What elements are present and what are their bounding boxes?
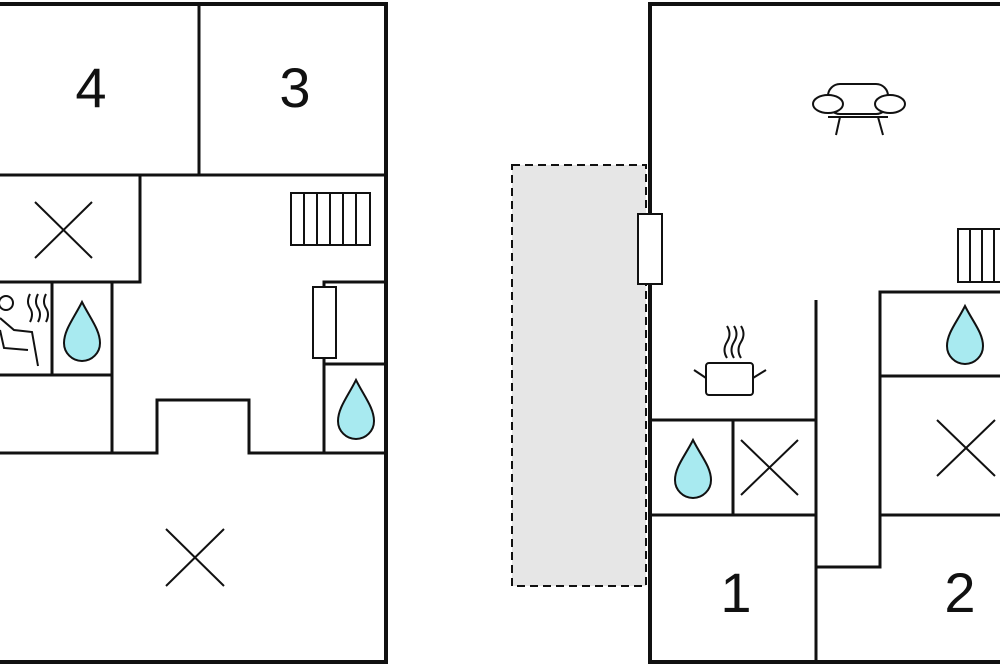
cross-mark-icon	[740, 439, 799, 496]
cooking-pot-icon	[693, 325, 767, 396]
left-building: 4 3	[0, 2, 388, 664]
outer-wall	[0, 2, 388, 664]
sofa-icon	[812, 83, 906, 136]
room-number-1: 1	[720, 561, 751, 624]
right-building: 1 2	[637, 2, 1000, 664]
terrace	[511, 164, 647, 587]
cross-mark-icon	[165, 528, 225, 587]
water-drop-icon	[336, 377, 376, 440]
outer-wall	[648, 2, 1000, 664]
water-drop-icon	[62, 299, 102, 362]
wall	[0, 175, 142, 284]
wall	[0, 398, 386, 455]
cross-mark-icon	[936, 419, 996, 477]
room-number-3: 3	[279, 56, 310, 119]
water-drop-icon	[673, 437, 713, 499]
radiator-icon	[957, 228, 1000, 283]
sauna-icon	[0, 293, 49, 367]
water-drop-icon	[945, 303, 985, 365]
wall	[816, 290, 1000, 569]
radiator-icon	[290, 192, 371, 246]
door-icon	[637, 213, 663, 285]
cross-mark-icon	[34, 201, 93, 259]
room-number-4: 4	[75, 56, 106, 119]
wall	[322, 280, 386, 453]
room-number-2: 2	[944, 561, 975, 624]
door-icon	[312, 286, 337, 359]
